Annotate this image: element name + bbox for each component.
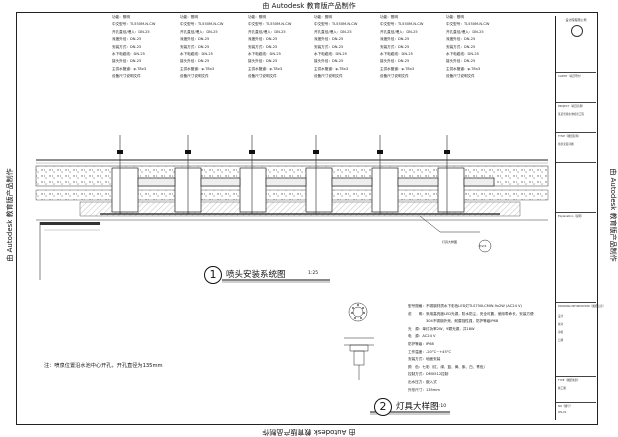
project-label: PROJECT（项目名称） (558, 105, 585, 108)
company-name: 设计院有限公司 (565, 18, 587, 22)
lamp-detail-drawing (344, 302, 374, 380)
check-label: 校对 (558, 323, 564, 326)
no-label: NO（图号） (558, 405, 573, 408)
drawing-label: TITLE（图纸名称） (558, 135, 581, 138)
company-logo-icon (571, 25, 583, 37)
project-name: 某某景观水池喷泉工程 (558, 113, 584, 116)
lamp-callout-label: 灯具大样图 (442, 240, 458, 244)
explanation-label: Explanation（说明） (558, 215, 584, 218)
client-label: CLIENT（项目甲方） (558, 75, 583, 78)
drawing-2-title: 灯具大样图 (396, 402, 439, 412)
lamp-spec: 型号规格：不锈钢材质水下彩色LED灯TLS750LCMW-9x2W (AC24 … (408, 304, 534, 392)
info-label: DRAWING INFORMATION（图纸信息） (558, 305, 606, 308)
drawing-1-title: 喷头安装系统图 (226, 270, 286, 280)
watermark-top: 由 Autodesk 教育版产品制作 (262, 2, 356, 10)
drawing-2-scale: 1:10 (436, 404, 447, 409)
type-value: 施工图 (558, 387, 566, 390)
nozzle-pits (111, 167, 495, 213)
design-label: 设计 (558, 315, 564, 318)
lamp-callout-ref: P/2/1 (479, 244, 487, 248)
drawing-1-number: 1 (204, 266, 222, 284)
type-label: TYPE（图纸类别） (558, 379, 580, 382)
drawing-1-scale: 1:25 (308, 271, 319, 276)
drawing-name: 喷泉安装详图 (558, 143, 574, 146)
title-block: 设计院有限公司 CLIENT（项目甲方） PROJECT（项目名称） 某某景观水… (555, 16, 605, 420)
note-text: 注：喷泉位置沿水池中心开孔，开孔直径为135mm (44, 363, 163, 369)
drawing-2-number: 2 (374, 398, 392, 416)
date-label: 日期 (558, 339, 564, 342)
drawing-sheet (16, 12, 598, 425)
approve-label: 审核 (558, 331, 564, 334)
no-value: WS-01 (558, 411, 567, 414)
